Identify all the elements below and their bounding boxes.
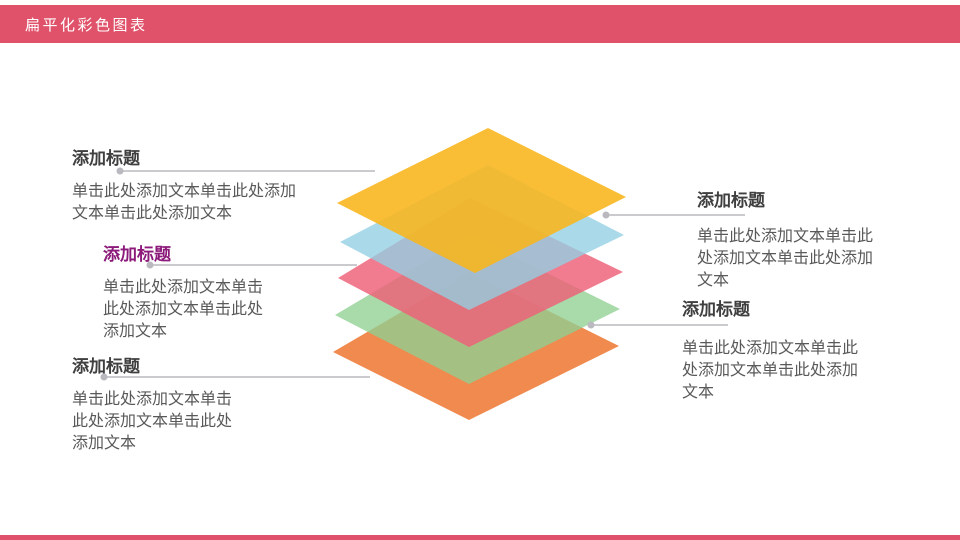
callout-body-left-3: 单击此处添加文本单击 此处添加文本单击此处 添加文本 bbox=[72, 388, 232, 454]
callout-title-left-3: 添加标题 bbox=[72, 357, 140, 377]
callout-body-left-1: 单击此处添加文本单击此处添加 文本单击此处添加文本 bbox=[72, 180, 296, 224]
callout-title-right-2: 添加标题 bbox=[682, 300, 750, 320]
callout-line: 文本单击此处添加文本 bbox=[72, 203, 233, 222]
callout-line: 此处添加文本单击此处 bbox=[72, 411, 233, 430]
callout-title-right-1: 添加标题 bbox=[697, 191, 765, 211]
callout-line: 文本 bbox=[697, 270, 730, 289]
callout-line: 单击此处添加文本单击此 bbox=[682, 338, 859, 357]
callout-body-right-1: 单击此处添加文本单击此 处添加文本单击此处添加 文本 bbox=[697, 225, 873, 291]
callout-line: 单击此处添加文本单击此 bbox=[697, 226, 874, 245]
callout-title-left-1: 添加标题 bbox=[72, 149, 140, 169]
connector-left-3 bbox=[100, 373, 370, 381]
connector-right-2 bbox=[587, 321, 728, 329]
callout-line: 处添加文本单击此处添加 bbox=[697, 248, 874, 267]
header-bar: 扁平化彩色图表 bbox=[0, 5, 960, 43]
layer-yellow bbox=[337, 128, 626, 273]
connector-right-1 bbox=[602, 211, 745, 219]
callout-line: 单击此处添加文本单击此处添加 bbox=[72, 181, 297, 200]
callout-line: 处添加文本单击此处添加 bbox=[682, 360, 859, 379]
callout-line: 添加文本 bbox=[103, 321, 168, 340]
callout-line: 单击此处添加文本单击 bbox=[103, 277, 264, 296]
callout-body-left-2: 单击此处添加文本单击 此处添加文本单击此处 添加文本 bbox=[103, 276, 263, 342]
callout-body-right-2: 单击此处添加文本单击此 处添加文本单击此处添加 文本 bbox=[682, 337, 858, 403]
connector-left-1 bbox=[116, 167, 375, 175]
callout-line: 单击此处添加文本单击 bbox=[72, 389, 233, 408]
connector-left-2 bbox=[146, 261, 357, 269]
callout-line: 文本 bbox=[682, 382, 715, 401]
footer-bar bbox=[0, 535, 960, 540]
callout-line: 添加文本 bbox=[72, 433, 137, 452]
callout-title-left-2: 添加标题 bbox=[103, 245, 171, 265]
callout-line: 此处添加文本单击此处 bbox=[103, 299, 264, 318]
page-title: 扁平化彩色图表 bbox=[25, 16, 148, 34]
